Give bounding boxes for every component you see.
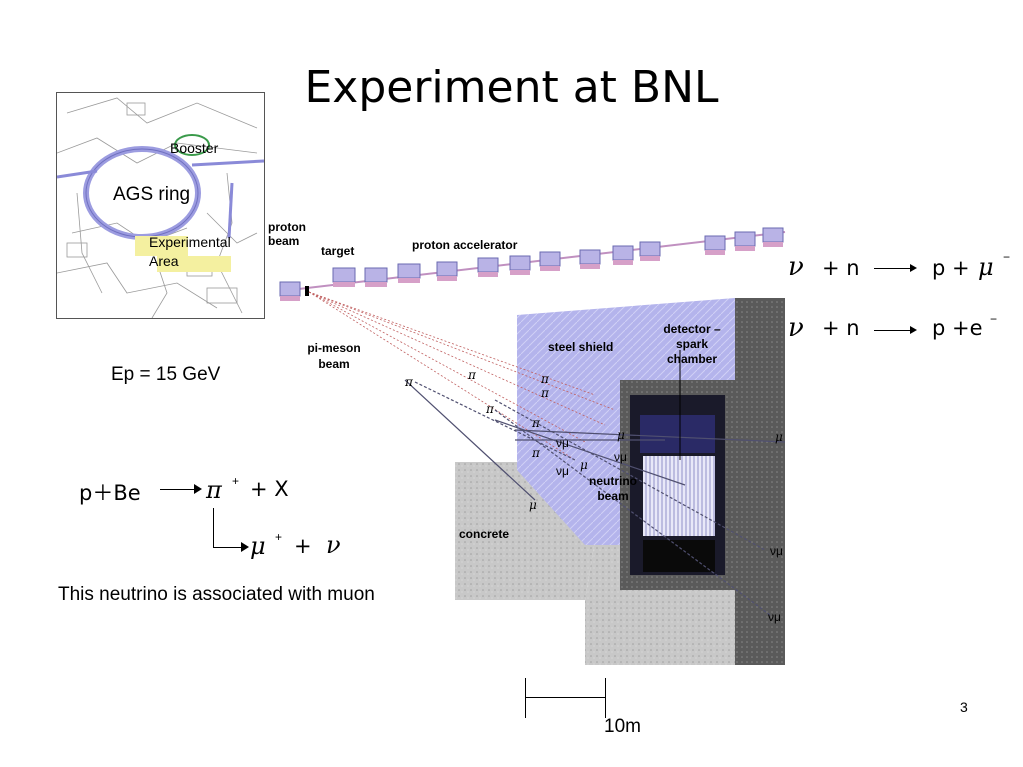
spark-chamber-top: [640, 415, 715, 453]
reaction-arrow-head: [194, 484, 202, 494]
experimental-area-label-line2: Area: [149, 253, 179, 269]
particle-tracks: [404, 379, 786, 616]
nu-mu-symbol: νμ: [614, 450, 627, 464]
scale-bar-right: [605, 678, 606, 718]
outer-shield: [735, 298, 785, 665]
pi-symbol: π: [541, 372, 549, 386]
spark-chamber: [643, 456, 715, 536]
detector-label: detector – spark chamber: [663, 322, 721, 366]
magnet-array: [279, 227, 784, 301]
pion-charge: +: [232, 474, 240, 488]
decay-arrow: [213, 547, 242, 548]
pion-fan: [308, 291, 616, 461]
reaction-products: + X: [250, 477, 289, 501]
pi-symbol: π: [486, 402, 494, 416]
mu-symbol: μ: [617, 428, 625, 442]
nu-mu-symbol: νμ: [768, 610, 781, 624]
booster-label: Booster: [170, 140, 219, 156]
reaction-arrow: [160, 489, 195, 490]
eq1-rhs: p +: [932, 256, 970, 280]
steel-shield-label: steel shield: [548, 340, 614, 354]
eq1-arrow-head: [910, 264, 917, 272]
target-label: target: [321, 244, 355, 258]
pi-symbol: π: [405, 375, 413, 389]
eq2-lhs: + n: [822, 316, 860, 340]
eq2-arrow-head: [910, 326, 917, 334]
eq1-arrow: [874, 268, 912, 269]
pi-symbol: π: [468, 368, 476, 382]
decay-bracket-vertical: [213, 508, 214, 548]
eq1-lhs: + n: [822, 256, 860, 280]
neutrino-beam-label: neutrino beam: [589, 474, 637, 503]
reaction-lhs: p＋Be: [79, 481, 141, 505]
eq2-arrow: [874, 330, 912, 331]
proton-beam-label: proton beam: [268, 220, 306, 248]
proton-accelerator-label: proton accelerator: [412, 238, 518, 252]
eq1-charge: −: [1003, 250, 1011, 264]
target: [305, 286, 309, 296]
neutrino-symbol: ν: [326, 531, 341, 559]
energy-label: Ep = 15 GeV: [111, 364, 221, 385]
nu-mu-symbol: νμ: [556, 436, 569, 450]
pi-symbol: π: [532, 446, 540, 460]
scale-label: 10m: [604, 716, 641, 737]
nu-mu-symbol: νμ: [770, 544, 783, 558]
pi-meson-beam-label: pi-meson beam: [307, 341, 361, 371]
slide-title: Experiment at BNL: [304, 62, 719, 113]
scale-bar-line: [525, 697, 606, 698]
page-number: 3: [960, 699, 968, 715]
muon-charge: +: [275, 530, 283, 544]
mu-symbol: μ: [580, 458, 588, 472]
ags-ring-label: AGS ring: [113, 184, 191, 205]
decay-plus: +: [294, 534, 312, 558]
concrete-label: concrete: [459, 527, 510, 541]
pion-symbol: π: [206, 476, 222, 504]
site-map-drawing: [57, 97, 264, 318]
site-map: Booster AGS ring Experimental Area: [56, 92, 265, 319]
mu-symbol: μ: [529, 498, 537, 512]
eq1-muon: μ: [978, 253, 994, 281]
nu-mu-symbol: νμ: [556, 464, 569, 478]
decay-arrow-head: [241, 542, 249, 552]
eq2-neutrino: ν: [788, 313, 804, 343]
mu-symbol: μ: [775, 430, 783, 444]
experiment-diagram: [279, 227, 786, 665]
eq2-charge: −: [990, 312, 998, 326]
experimental-area-label-line1: Experimental: [149, 234, 231, 250]
eq2-rhs: p +e: [932, 316, 983, 340]
scale-bar-left: [525, 678, 526, 718]
muon-symbol: μ: [250, 532, 266, 560]
pi-symbol: π: [541, 386, 549, 400]
neutrino-note: This neutrino is associated with muon: [58, 584, 375, 605]
pi-symbol: π: [532, 416, 540, 430]
spark-chamber-base: [643, 540, 715, 572]
eq1-neutrino: ν: [788, 252, 804, 282]
